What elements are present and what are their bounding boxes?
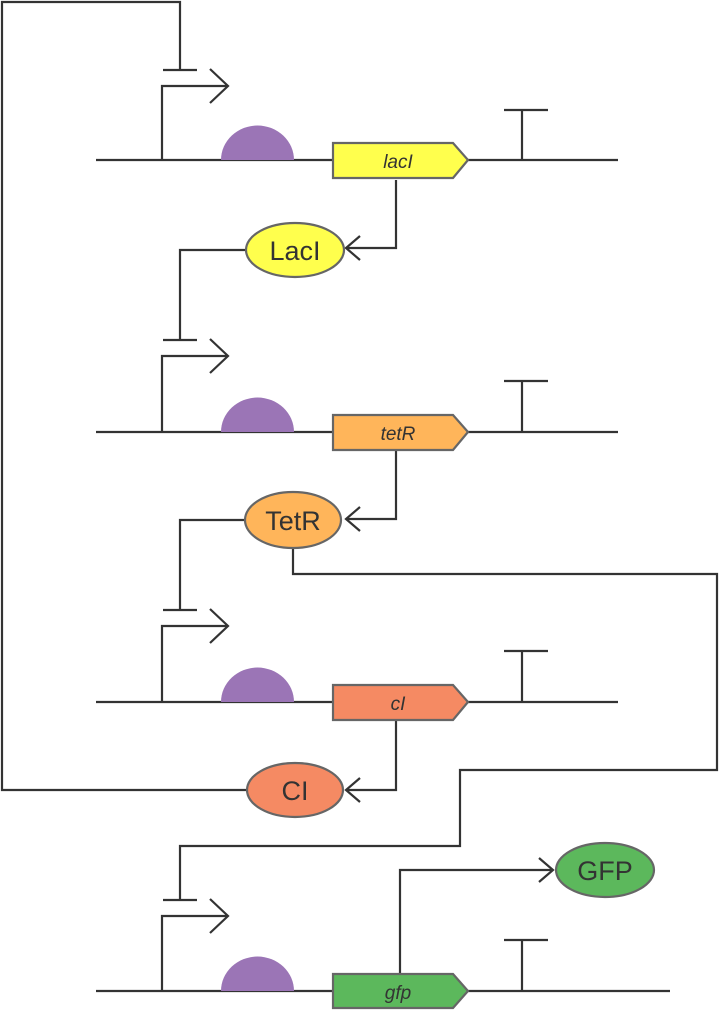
cassette-laci: lacI	[96, 68, 618, 180]
terminator-icon	[504, 649, 548, 702]
protein-shape	[554, 841, 656, 899]
gene-arrow-icon	[331, 141, 470, 180]
ci-expression-arrow	[346, 720, 398, 792]
protein-ci: CI	[245, 761, 345, 819]
promoter-arrow-icon	[160, 898, 230, 991]
protein-gfp: GFP	[554, 841, 656, 899]
gene-label: cI	[391, 694, 407, 715]
terminator-icon	[504, 379, 548, 432]
cassette-gfp: gfp	[96, 898, 670, 1010]
promoter-arrow-icon	[160, 68, 230, 160]
rbs-icon	[221, 125, 294, 160]
rbs-icon	[221, 397, 294, 432]
protein-tetr: TetR	[243, 490, 343, 550]
gfp-expression-arrow	[398, 868, 553, 973]
protein-shape	[244, 221, 346, 279]
promoter-arrow-icon	[160, 608, 230, 702]
protein-laci: LacI	[244, 221, 346, 279]
gene-arrow-icon	[331, 683, 470, 722]
protein-label: LacI	[269, 236, 320, 266]
feedback-wires	[0, 0, 719, 973]
ci-expression-arrowhead	[344, 777, 361, 803]
laci-expression-arrowhead	[344, 235, 361, 261]
laci-repression-wire	[178, 248, 248, 340]
gene-label: tetR	[381, 424, 416, 445]
gene-arrow-icon	[331, 972, 470, 1010]
laci-expression-arrow	[346, 180, 398, 250]
gene-arrow-icon	[331, 413, 470, 452]
gene-label: gfp	[385, 983, 411, 1004]
cassette-ci: cI	[96, 608, 618, 722]
protein-label: CI	[282, 776, 309, 806]
cassette-tetr: tetR	[96, 338, 618, 452]
gfp-expression-arrowhead	[538, 857, 555, 883]
terminator-icon	[504, 108, 548, 160]
tetr-repression-wire	[178, 518, 248, 610]
terminator-icon	[504, 938, 548, 991]
tetr-gfp-repression-wire	[178, 548, 719, 900]
tetr-expression-arrow	[346, 450, 398, 521]
rbs-icon	[221, 667, 294, 702]
rbs-icon	[221, 956, 294, 991]
ci-repression-wire	[0, 0, 248, 792]
protein-label: GFP	[577, 856, 633, 886]
tetr-expression-arrowhead	[344, 506, 361, 532]
protein-shape	[243, 490, 343, 550]
promoter-arrow-icon	[160, 338, 230, 432]
gene-label: lacI	[383, 152, 413, 173]
protein-label: TetR	[265, 506, 321, 536]
protein-shape	[245, 761, 345, 819]
